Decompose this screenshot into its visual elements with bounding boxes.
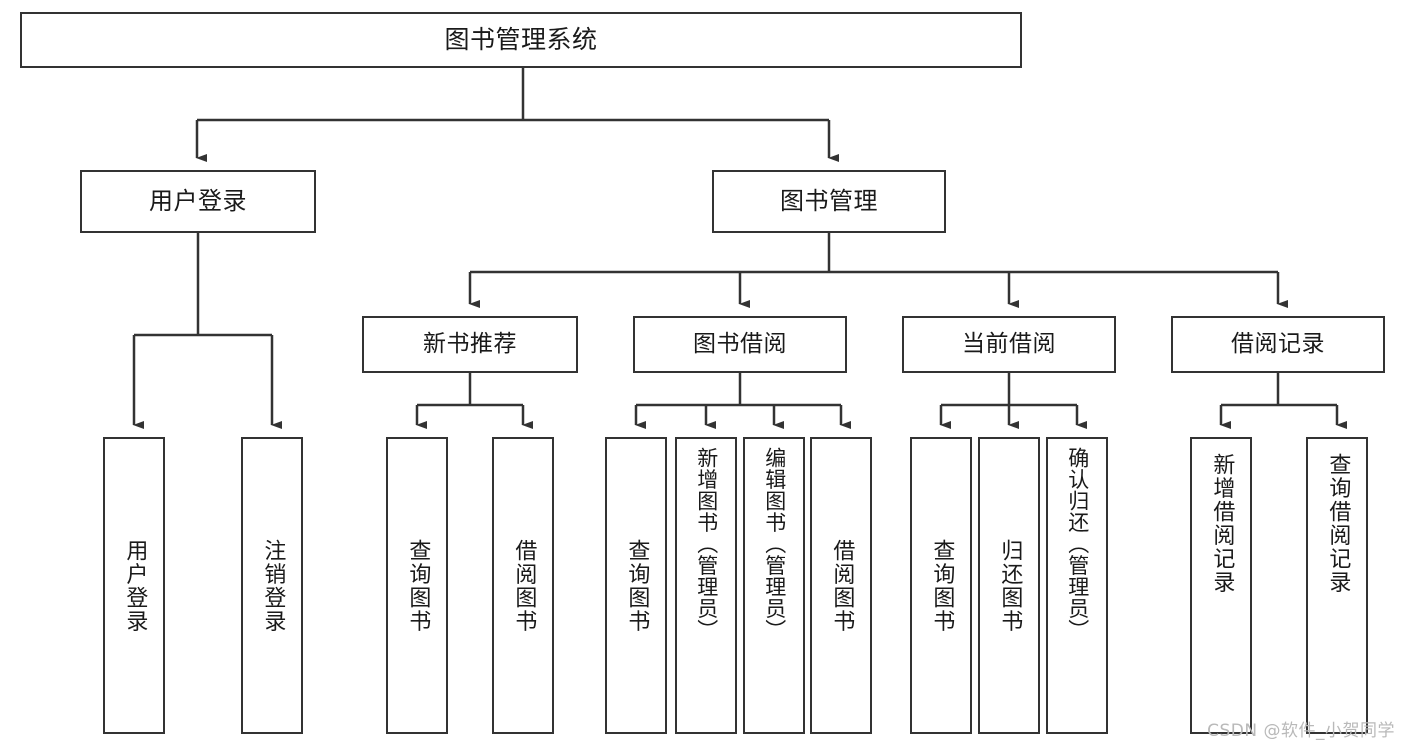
connector-root-to-level2: [195, 68, 839, 162]
node-user-login-label: 用户登录: [149, 187, 247, 216]
leaf-query-book-borrow-label: 查询图书: [624, 538, 650, 633]
leaf-user-login[interactable]: 用户登录: [103, 437, 165, 734]
leaf-query-book-borrow[interactable]: 查询图书: [605, 437, 667, 734]
leaf-user-logout[interactable]: 注销登录: [241, 437, 303, 734]
connector-borrowrecord-to-leaves: [1219, 373, 1347, 429]
leaf-return-book-label: 归还图书: [997, 538, 1023, 633]
node-book-borrow[interactable]: 图书借阅: [633, 316, 847, 373]
leaf-borrow-book-recommend[interactable]: 借阅图书: [492, 437, 554, 734]
node-new-book-recommend[interactable]: 新书推荐: [362, 316, 578, 373]
node-book-manage[interactable]: 图书管理: [712, 170, 946, 233]
leaf-query-borrow-record-label: 查询借阅记录: [1325, 453, 1351, 594]
leaf-query-borrow-record[interactable]: 查询借阅记录: [1306, 437, 1368, 734]
node-root-system[interactable]: 图书管理系统: [20, 12, 1022, 68]
leaf-borrow-book-label: 借阅图书: [829, 538, 855, 633]
leaf-add-book-label: 新增图书（管理员）: [694, 447, 719, 641]
node-borrow-record[interactable]: 借阅记录: [1171, 316, 1385, 373]
node-new-book-recommend-label: 新书推荐: [423, 330, 517, 357]
node-borrow-record-label: 借阅记录: [1231, 330, 1325, 357]
leaf-query-book-current-label: 查询图书: [929, 538, 955, 633]
leaf-edit-book[interactable]: 编辑图书（管理员）: [743, 437, 805, 734]
leaf-user-logout-label: 注销登录: [260, 538, 286, 633]
leaf-borrow-book-recommend-label: 借阅图书: [511, 538, 537, 633]
leaf-query-book-recommend[interactable]: 查询图书: [386, 437, 448, 734]
node-book-manage-label: 图书管理: [780, 187, 878, 216]
connector-userlogin-to-leaves: [132, 233, 282, 429]
connector-currentborrow-to-leaves: [939, 373, 1087, 429]
node-book-borrow-label: 图书借阅: [693, 330, 787, 357]
leaf-add-borrow-record[interactable]: 新增借阅记录: [1190, 437, 1252, 734]
leaf-borrow-book[interactable]: 借阅图书: [810, 437, 872, 734]
csdn-watermark: CSDN @软件_小贺同学: [1207, 721, 1395, 741]
node-root-system-label: 图书管理系统: [444, 25, 598, 55]
node-user-login[interactable]: 用户登录: [80, 170, 316, 233]
leaf-return-book[interactable]: 归还图书: [978, 437, 1040, 734]
leaf-add-book[interactable]: 新增图书（管理员）: [675, 437, 737, 734]
leaf-add-borrow-record-label: 新增借阅记录: [1209, 453, 1235, 594]
node-current-borrow[interactable]: 当前借阅: [902, 316, 1116, 373]
node-current-borrow-label: 当前借阅: [962, 330, 1056, 357]
leaf-confirm-return[interactable]: 确认归还（管理员）: [1046, 437, 1108, 734]
leaf-query-book-recommend-label: 查询图书: [405, 538, 431, 633]
leaf-user-login-label: 用户登录: [122, 538, 148, 633]
leaf-edit-book-label: 编辑图书（管理员）: [762, 447, 787, 641]
connector-bookborrow-to-leaves: [634, 373, 851, 429]
leaf-query-book-current[interactable]: 查询图书: [910, 437, 972, 734]
connector-bookmanage-to-level3: [468, 233, 1288, 308]
connector-newbook-to-leaves: [415, 373, 533, 429]
leaf-confirm-return-label: 确认归还（管理员）: [1065, 447, 1090, 641]
